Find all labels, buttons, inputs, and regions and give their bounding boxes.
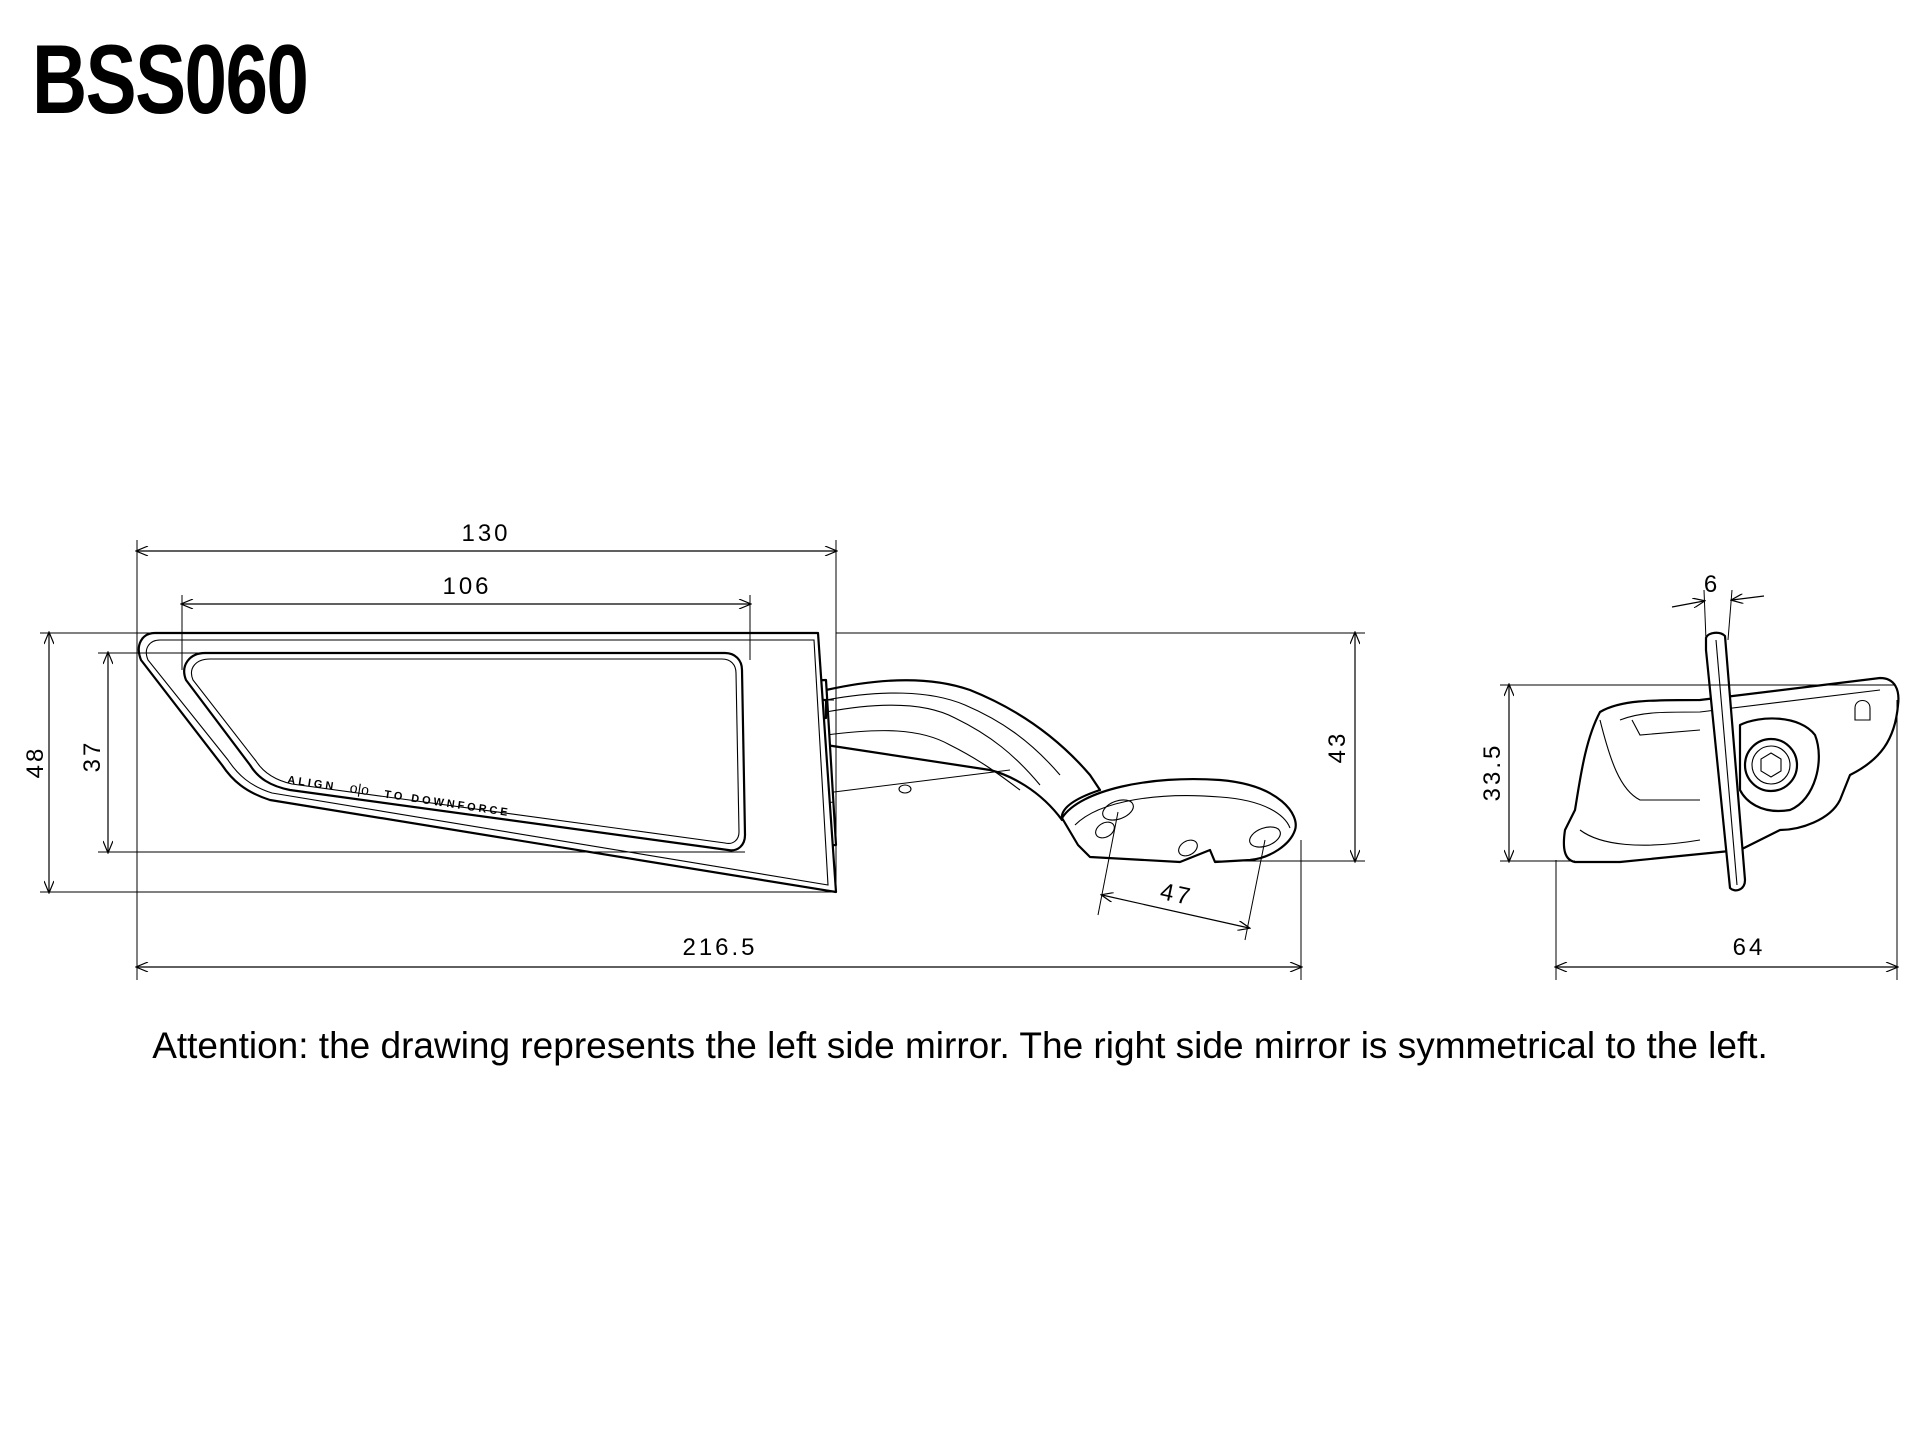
dimension-label: 216.5 bbox=[682, 934, 757, 961]
dimension-label: 47 bbox=[1158, 878, 1196, 911]
dimension-64: 64 bbox=[1556, 700, 1897, 980]
bolt-head bbox=[1743, 737, 1799, 793]
mount-hole bbox=[1178, 839, 1198, 857]
dimension-6: 6 bbox=[1671, 571, 1765, 641]
dimension-216-5: 216.5 bbox=[137, 840, 1301, 980]
dimension-label: 33.5 bbox=[1479, 743, 1506, 802]
mount-hole bbox=[1249, 826, 1281, 848]
dimension-label: 130 bbox=[461, 520, 510, 547]
mirror-glass bbox=[183, 651, 747, 852]
dimension-37: 37 bbox=[79, 653, 745, 852]
dimension-label: 6 bbox=[1704, 571, 1720, 598]
dimension-130: 130 bbox=[137, 520, 836, 980]
dimension-label: 43 bbox=[1324, 731, 1351, 764]
mount-hole bbox=[1095, 821, 1115, 839]
mirror-front-view: ALIGN o|o TO DOWNFORCE bbox=[137, 631, 1297, 894]
mount-hole bbox=[1102, 799, 1134, 821]
dimension-label: 64 bbox=[1733, 934, 1766, 961]
mirror-side-view bbox=[1562, 631, 1900, 892]
dimension-43: 43 bbox=[836, 633, 1365, 861]
dimension-label: 48 bbox=[22, 746, 49, 779]
product-code-title: BSS060 bbox=[32, 24, 309, 134]
dimension-label: 106 bbox=[442, 573, 491, 600]
align-symbol: o|o bbox=[349, 779, 371, 798]
dimension-47: 47 bbox=[1097, 811, 1266, 941]
attention-note: Attention: the drawing represents the le… bbox=[152, 1025, 1768, 1066]
mirror-arm bbox=[824, 679, 1102, 822]
hex-socket-icon bbox=[1760, 752, 1782, 778]
dimension-33-5: 33.5 bbox=[1479, 685, 1895, 861]
dimension-label: 37 bbox=[79, 740, 106, 773]
dimension-106: 106 bbox=[182, 573, 750, 670]
side-plate bbox=[1704, 631, 1747, 892]
dimension-48: 48 bbox=[22, 633, 836, 892]
